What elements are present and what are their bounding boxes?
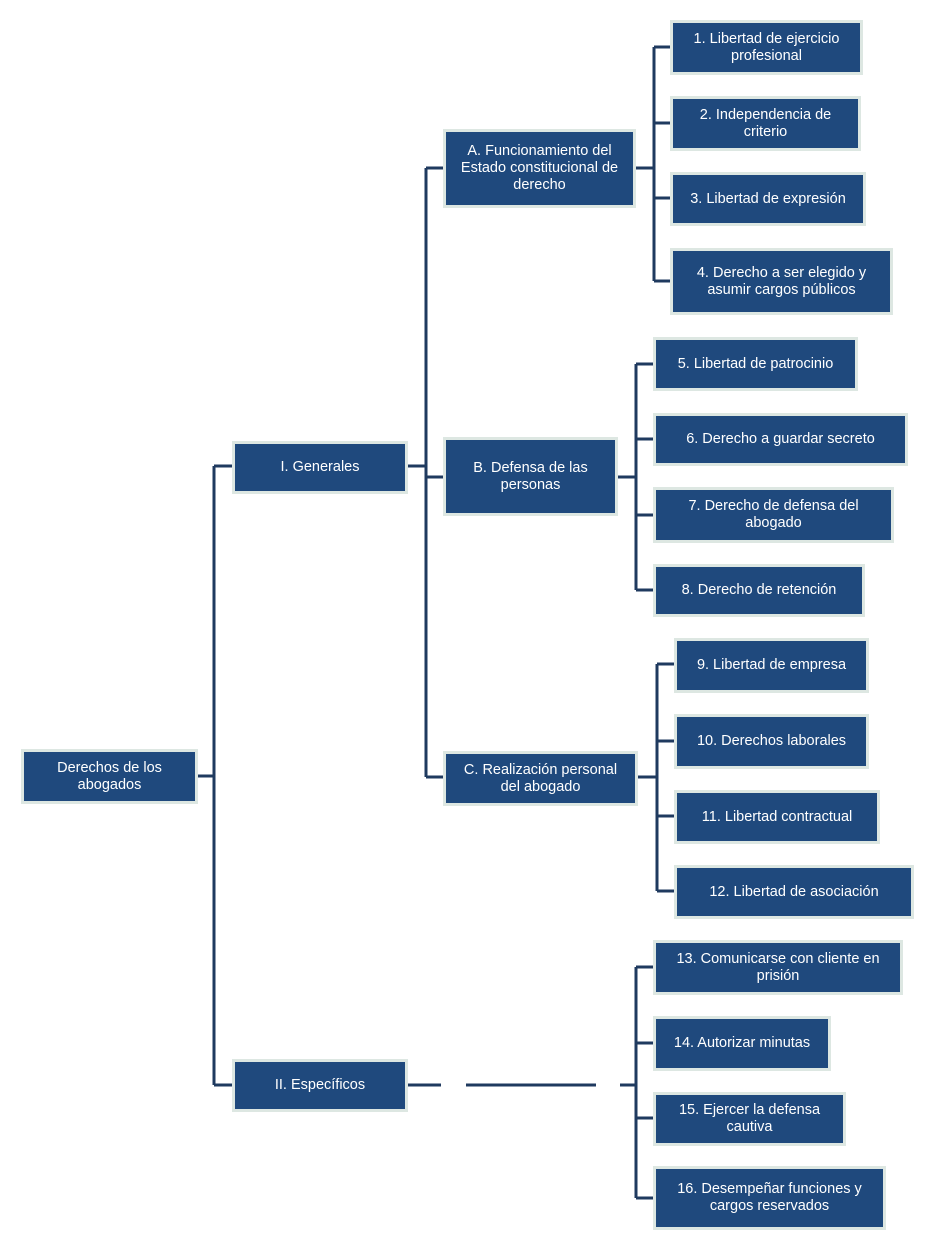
subgroup-a-funcionamiento: A. Funcionamiento del Estado constitucio… (443, 129, 636, 208)
item-15: 15. Ejercer la defensa cautiva (653, 1092, 846, 1146)
item-13: 13. Comunicarse con cliente en prisión (653, 940, 903, 995)
item-3: 3. Libertad de expresión (670, 172, 866, 226)
group-generales: I. Generales (232, 441, 408, 494)
item-11: 11. Libertad contractual (674, 790, 880, 844)
item-14: 14. Autorizar minutas (653, 1016, 831, 1071)
item-1: 1. Libertad de ejercicio profesional (670, 20, 863, 75)
item-12: 12. Libertad de asociación (674, 865, 914, 919)
group-especificos: II. Específicos (232, 1059, 408, 1112)
item-9: 9. Libertad de empresa (674, 638, 869, 693)
item-4: 4. Derecho a ser elegido y asumir cargos… (670, 248, 893, 315)
item-5: 5. Libertad de patrocinio (653, 337, 858, 391)
item-2: 2. Independencia de criterio (670, 96, 861, 151)
item-8: 8. Derecho de retención (653, 564, 865, 617)
subgroup-c-realizacion: C. Realización personal del abogado (443, 751, 638, 806)
item-10: 10. Derechos laborales (674, 714, 869, 769)
item-16: 16. Desempeñar funciones y cargos reserv… (653, 1166, 886, 1230)
subgroup-b-defensa: B. Defensa de las personas (443, 437, 618, 516)
item-6: 6. Derecho a guardar secreto (653, 413, 908, 466)
root-node: Derechos de los abogados (21, 749, 198, 804)
item-7: 7. Derecho de defensa del abogado (653, 487, 894, 543)
